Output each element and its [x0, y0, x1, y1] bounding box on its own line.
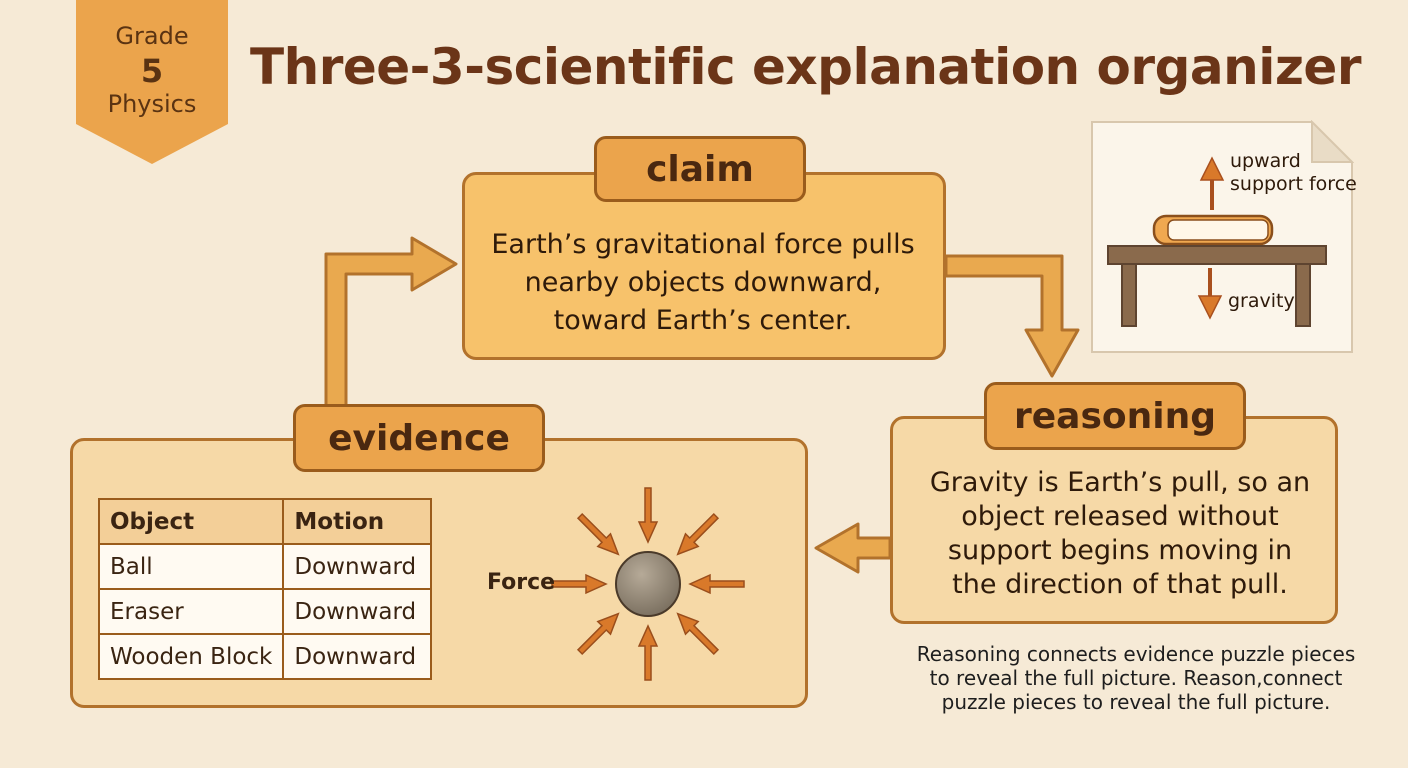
claim-text: Earth’s gravitational force pulls nearby…: [478, 226, 928, 340]
reasoning-panel: [890, 416, 1338, 624]
arrow-evidence-to-claim: [324, 236, 458, 408]
note-line: puzzle pieces to reveal the full picture…: [941, 690, 1331, 714]
table-row: Wooden Block Downward: [97, 633, 433, 680]
force-arrow-icon: [637, 487, 659, 544]
reasoning-tab: reasoning: [984, 382, 1246, 450]
grade-badge: [76, 0, 228, 164]
table-cell: Downward: [282, 543, 433, 590]
force-arrow-icon: [637, 624, 659, 681]
note-line: to reveal the full picture. Reason,conne…: [929, 666, 1343, 690]
force-arrow-icon: [576, 512, 620, 556]
arrow-claim-to-reasoning: [944, 254, 1080, 378]
book-on-table-illustration: [1091, 120, 1354, 353]
table-cell: Downward: [282, 633, 433, 680]
page-title: Three-3-scientific explanation organizer: [250, 38, 1362, 96]
upward-support-force-label: upward support force: [1230, 150, 1357, 196]
reasoning-text: Gravity is Earth’s pull, so an object re…: [920, 466, 1320, 602]
table-row: Ball Downward: [97, 543, 433, 590]
gravity-arrow-icon: [1197, 268, 1223, 320]
force-arrow-icon: [676, 612, 720, 656]
book-icon: [1152, 214, 1274, 246]
table-cell: Wooden Block: [97, 633, 285, 680]
table-cell: Ball: [97, 543, 285, 590]
evidence-table: Object Motion Ball Downward Eraser Downw…: [97, 498, 433, 680]
force-arrow-icon: [576, 612, 620, 656]
arrow-reasoning-to-evidence: [814, 522, 892, 574]
badge-grade-number: 5: [140, 52, 164, 90]
column-header-motion: Motion: [282, 498, 433, 545]
reasoning-line: Gravity is Earth’s pull, so an: [929, 467, 1311, 498]
note-line: Reasoning connects evidence puzzle piece…: [916, 642, 1356, 666]
column-header-object: Object: [97, 498, 285, 545]
force-arrow-icon: [688, 573, 745, 595]
badge-subject: Physics: [107, 90, 197, 118]
claim-line: toward Earth’s center.: [553, 305, 853, 336]
table-icon: [1107, 245, 1327, 327]
claim-tab: claim: [594, 136, 806, 202]
claim-line: Earth’s gravitational force pulls: [491, 229, 915, 260]
force-arrow-icon: [551, 573, 608, 595]
reasoning-line: support begins moving in: [947, 535, 1293, 566]
force-diagram: [551, 487, 745, 681]
badge-grade-label: Grade: [115, 22, 189, 50]
table-cell: Downward: [282, 588, 433, 635]
table-header-row: Object Motion: [97, 498, 433, 545]
gravity-label: gravity: [1228, 290, 1295, 312]
reasoning-line: the direction of that pull.: [952, 569, 1288, 600]
upward-label-line: upward: [1230, 150, 1301, 172]
upward-label-line: support force: [1230, 173, 1357, 195]
ball-icon: [615, 551, 681, 617]
upward-arrow-icon: [1199, 156, 1225, 210]
reasoning-line: object released without: [961, 501, 1279, 532]
table-row: Eraser Downward: [97, 588, 433, 635]
claim-line: nearby objects downward,: [524, 267, 882, 298]
evidence-tab: evidence: [293, 404, 545, 472]
claim-panel: [462, 172, 946, 360]
force-arrow-icon: [676, 512, 720, 556]
table-cell: Eraser: [97, 588, 285, 635]
force-label: Force: [487, 570, 556, 595]
reasoning-note: Reasoning connects evidence puzzle piece…: [896, 642, 1376, 714]
